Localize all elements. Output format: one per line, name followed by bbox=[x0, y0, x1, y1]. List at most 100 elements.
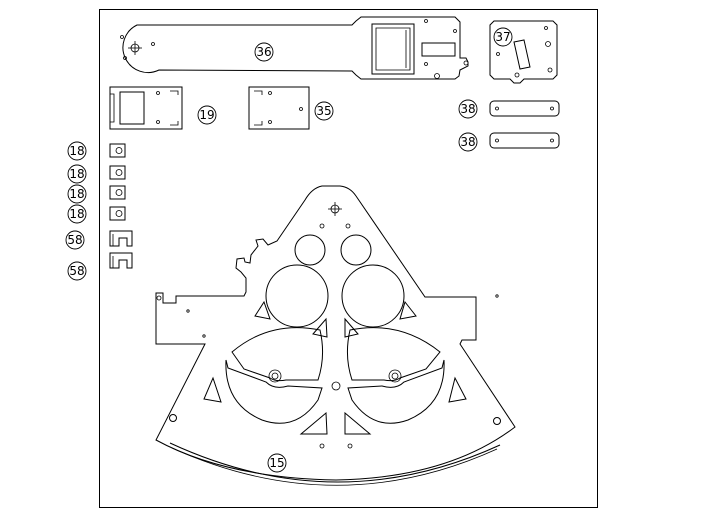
callout-37: 37 bbox=[495, 30, 510, 44]
part-19-plate: 19 bbox=[109, 86, 217, 130]
callout-58: 58 bbox=[67, 233, 82, 247]
callout-38: 38 bbox=[460, 135, 475, 149]
callout-38-ring bbox=[458, 132, 478, 152]
callout-38-ring bbox=[458, 99, 478, 119]
callout-35: 35 bbox=[316, 104, 331, 118]
callout-58: 58 bbox=[69, 264, 84, 278]
part-35-hole bbox=[299, 107, 303, 111]
part-18-outline bbox=[109, 143, 126, 158]
part-36-servo-pocket bbox=[371, 23, 415, 75]
part-38-strip-b: 38 bbox=[458, 132, 560, 152]
part-35-hole bbox=[268, 120, 272, 124]
part-18-hole bbox=[115, 189, 123, 196]
part-15-large-hole bbox=[341, 264, 405, 328]
part-58-clip: 58 bbox=[67, 252, 133, 281]
part-15-mount-hole bbox=[493, 417, 501, 425]
part-15-right-fan-cutout bbox=[346, 327, 441, 382]
part-19-hole bbox=[156, 91, 160, 95]
part-15-large-hole bbox=[265, 264, 329, 328]
part-19-tab bbox=[170, 90, 179, 95]
part-19-tab bbox=[170, 121, 179, 126]
part-15-tri-cutout bbox=[254, 300, 271, 320]
part-18-outline bbox=[109, 206, 126, 221]
callout-18-ring bbox=[67, 164, 87, 184]
callout-38: 38 bbox=[460, 102, 475, 116]
part-36-arm: 36 bbox=[120, 16, 469, 80]
callout-58-ring bbox=[65, 230, 85, 250]
part-15-outline bbox=[155, 185, 516, 481]
part-15-arc-strip-inner bbox=[171, 447, 498, 486]
part-18-hole bbox=[115, 210, 123, 217]
part-36-servo-inner bbox=[375, 27, 411, 71]
part-37-hole bbox=[547, 67, 553, 73]
part-15-tri-cutout bbox=[344, 317, 359, 338]
part-15-hole bbox=[347, 443, 353, 449]
part-15-medium-hole bbox=[294, 234, 326, 266]
part-15-hole bbox=[186, 309, 190, 313]
callout-18: 18 bbox=[69, 207, 84, 221]
part-35-hole bbox=[268, 91, 272, 95]
callout-37-ring bbox=[493, 27, 513, 47]
part-19-window bbox=[119, 91, 145, 125]
part-18-spacer: 18 bbox=[67, 164, 126, 184]
callout-36: 36 bbox=[256, 45, 271, 59]
part-36-slot bbox=[421, 42, 456, 57]
part-36-hole bbox=[151, 42, 155, 46]
part-58-clip: 58 bbox=[65, 230, 133, 250]
part-15-left-hub bbox=[268, 369, 282, 383]
part-15-right-hub-inner bbox=[391, 372, 399, 380]
part-35-plate: 35 bbox=[248, 86, 334, 130]
part-15-right-hub bbox=[388, 369, 402, 383]
part-36-hole bbox=[434, 73, 440, 79]
part-36-hole bbox=[123, 56, 127, 60]
part-15-arc-strip bbox=[169, 442, 501, 483]
part-15-hole bbox=[319, 443, 325, 449]
callout-18: 18 bbox=[69, 187, 84, 201]
part-15-hole bbox=[331, 381, 341, 391]
part-15-hole bbox=[202, 334, 206, 338]
part-15-tri-cutout bbox=[312, 317, 328, 338]
part-38-hole bbox=[550, 106, 554, 111]
part-15-left-fan-cutout bbox=[231, 327, 324, 382]
part-37-slot bbox=[513, 39, 531, 70]
part-15-tri-cutout bbox=[448, 376, 467, 403]
part-18-hole bbox=[115, 169, 123, 176]
part-15-hole bbox=[156, 295, 162, 301]
part-37-bracket: 37 bbox=[489, 20, 558, 84]
part-18-hole bbox=[115, 147, 123, 154]
part-19-hole bbox=[156, 120, 160, 124]
callout-58-ring bbox=[67, 261, 87, 281]
part-15-left-hub-inner bbox=[271, 372, 279, 380]
part-18-spacer: 18 bbox=[67, 141, 126, 161]
part-37-outline bbox=[489, 20, 558, 84]
part-15-medium-hole bbox=[340, 234, 372, 266]
callout-35-ring bbox=[314, 101, 334, 121]
part-36-outline bbox=[122, 16, 469, 80]
part-38-outline bbox=[489, 100, 560, 117]
part-36-hole bbox=[463, 60, 469, 66]
part-15-right-fan-lower bbox=[347, 359, 445, 424]
part-15-main-plate: 15 bbox=[155, 185, 516, 486]
part-36-hole bbox=[120, 35, 124, 39]
part-38-hole bbox=[550, 138, 554, 143]
callout-18: 18 bbox=[69, 144, 84, 158]
part-19-outline bbox=[109, 86, 183, 130]
callout-36-ring bbox=[254, 42, 274, 62]
part-18-spacer: 18 bbox=[67, 204, 126, 224]
part-37-hole bbox=[544, 26, 548, 30]
callout-18-ring bbox=[67, 184, 87, 204]
part-38-outline bbox=[489, 132, 560, 149]
part-15-mount-hole bbox=[169, 414, 177, 422]
part-35-tab bbox=[254, 90, 263, 95]
part-15-tri-cutout bbox=[399, 300, 417, 320]
part-19-notch-left bbox=[110, 93, 115, 123]
callout-15-ring bbox=[267, 453, 287, 473]
part-38-hole bbox=[495, 138, 499, 143]
part-36-hole bbox=[424, 62, 428, 66]
part-15-left-fan-lower bbox=[225, 359, 323, 424]
part-15-tri-cutout bbox=[203, 376, 222, 403]
sheet-border bbox=[99, 9, 598, 508]
part-38-strip-a: 38 bbox=[458, 99, 560, 119]
callout-18-ring bbox=[67, 141, 87, 161]
